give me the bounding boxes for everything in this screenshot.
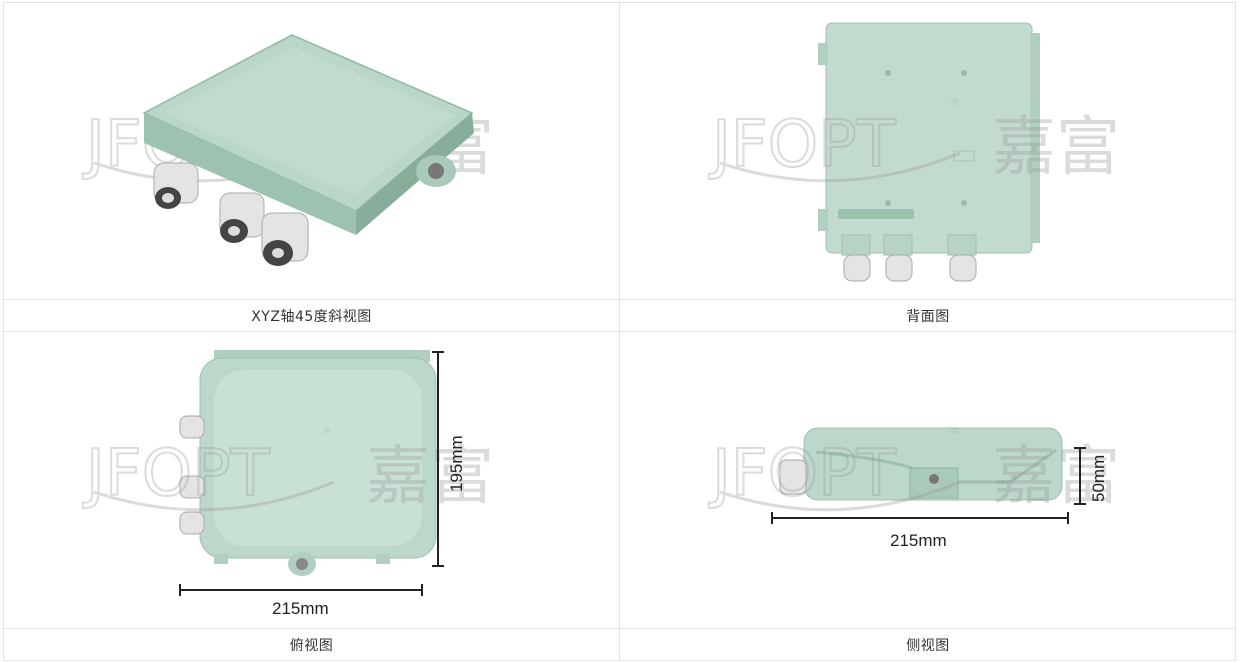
cable-gland-1 xyxy=(153,162,199,209)
back-enclosure xyxy=(818,22,1040,256)
watermark: JFOPT ® 嘉富 xyxy=(81,426,494,514)
caption-top-view: 俯视图 xyxy=(4,628,620,660)
side-width-dimension: 215mm xyxy=(771,512,1069,550)
top-view-image: JFOPT ® 嘉富 195mm 215mm xyxy=(4,332,620,628)
caption-iso-view: XYZ轴45度斜视图 xyxy=(4,299,620,332)
side-width-label: 215mm xyxy=(890,531,947,550)
back-view-image: JFOPT ® 嘉富 xyxy=(620,3,1236,299)
watermark-reg: ® xyxy=(950,97,960,108)
watermark-reg: ® xyxy=(950,426,960,437)
watermark-cn: 嘉富 xyxy=(366,440,494,514)
side-view-image: JFOPT ® 嘉富 50mm 215mm xyxy=(620,332,1236,628)
side-enclosure xyxy=(779,427,1063,501)
top-glands xyxy=(179,415,205,535)
watermark-brand: JFOPT xyxy=(708,108,897,182)
watermark: JFOPT ® 嘉富 xyxy=(707,426,1120,514)
watermark-cn: 嘉富 xyxy=(992,111,1120,185)
cable-gland-3 xyxy=(261,212,309,266)
width-label: 215mm xyxy=(272,599,329,618)
top-enclosure xyxy=(199,350,437,576)
side-height-dimension: 50mm xyxy=(1074,447,1108,505)
iso-view-image: JFOPT ® 嘉富 xyxy=(4,3,620,299)
watermark-cn: 嘉富 xyxy=(992,440,1120,514)
watermark: JFOPT ® 嘉富 xyxy=(707,97,1120,185)
cable-gland-2 xyxy=(219,192,265,243)
iso-enclosure xyxy=(142,34,474,235)
watermark-reg: ® xyxy=(322,426,332,437)
watermark-brand: JFOPT xyxy=(82,437,271,511)
back-glands xyxy=(843,254,977,282)
watermark-brand: JFOPT xyxy=(708,437,897,511)
caption-side-view: 侧视图 xyxy=(620,628,1236,660)
width-dimension: 215mm xyxy=(179,584,423,618)
side-height-label: 50mm xyxy=(1089,455,1108,502)
caption-back-view: 背面图 xyxy=(620,299,1236,332)
lock-icon xyxy=(416,155,456,187)
product-view-grid: JFOPT ® 嘉富 xyxy=(3,2,1236,661)
height-label: 195mm xyxy=(447,435,466,492)
height-dimension: 195mm xyxy=(432,351,466,567)
